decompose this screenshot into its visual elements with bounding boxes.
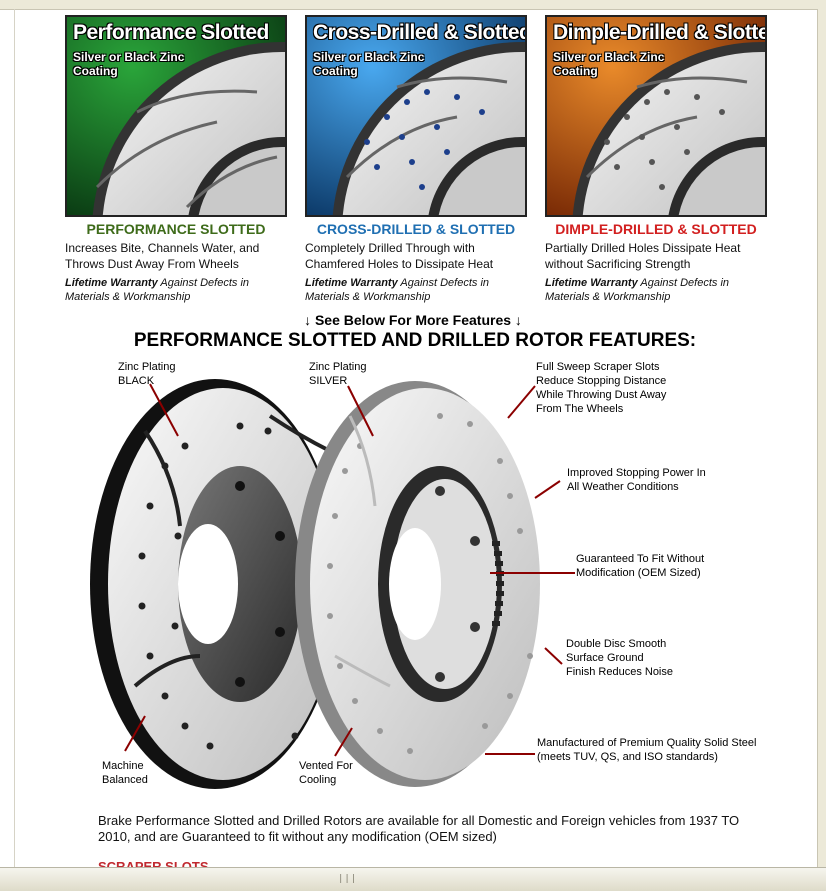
card-heading: PERFORMANCE SLOTTED bbox=[86, 221, 266, 237]
description-paragraph: Brake Performance Slotted and Drilled Ro… bbox=[98, 813, 740, 844]
card-description: Partially Drilled Holes Dissipate Heat w… bbox=[545, 241, 741, 271]
product-card-performance-slotted: Performance Slotted Silver or Black Zinc… bbox=[65, 15, 287, 304]
card-heading: DIMPLE-DRILLED & SLOTTED bbox=[555, 221, 757, 237]
product-card-cross-drilled: Cross-Drilled & Slotted Silver or Black … bbox=[305, 15, 527, 304]
callout-solid-steel: Manufactured of Premium Quality Solid St… bbox=[537, 737, 757, 763]
image-subtitle: Silver or Black Zinc Coating bbox=[313, 50, 425, 78]
rotor-illustration bbox=[90, 379, 575, 789]
callout-scraper-slots: Full Sweep Scraper Slots Reduce Stopping… bbox=[536, 361, 667, 415]
card-heading: CROSS-DRILLED & SLOTTED bbox=[316, 221, 516, 237]
rotor-image-performance-slotted: Performance Slotted Silver or Black Zinc… bbox=[65, 15, 287, 217]
image-title: Dimple-Drilled & Slotted bbox=[553, 21, 767, 44]
rotor-features-diagram: Zinc Plating BLACK Zinc Plating SILVER F… bbox=[90, 356, 770, 801]
card-warranty: Lifetime Warranty Against Defects in Mat… bbox=[305, 277, 490, 303]
image-subtitle: Silver or Black Zinc Coating bbox=[73, 50, 185, 78]
image-title: Cross-Drilled & Slotted bbox=[313, 21, 527, 44]
product-card-dimple-drilled: Dimple-Drilled & Slotted Silver or Black… bbox=[545, 15, 767, 304]
next-section-heading: SCRAPER SLOTS bbox=[98, 859, 209, 867]
callout-double-disc: Double Disc Smooth Surface Ground Finish… bbox=[566, 638, 673, 678]
callout-guaranteed-fit: Guaranteed To Fit Without Modification (… bbox=[576, 553, 705, 579]
horizontal-scrollbar[interactable]: ||| bbox=[0, 867, 826, 891]
window-right-border bbox=[817, 9, 826, 867]
callout-machine-balanced: Machine Balanced bbox=[102, 760, 148, 786]
callout-zinc-silver: Zinc Plating SILVER bbox=[309, 361, 367, 387]
card-warranty: Lifetime Warranty Against Defects in Mat… bbox=[65, 277, 250, 303]
features-heading: PERFORMANCE SLOTTED AND DRILLED ROTOR FE… bbox=[133, 330, 697, 351]
see-below-notice: ↓ See Below For More Features ↓ bbox=[304, 312, 522, 328]
callout-vented-cooling: Vented For Cooling bbox=[299, 760, 353, 786]
content-left-edge bbox=[14, 9, 15, 867]
rotor-image-dimple-drilled: Dimple-Drilled & Slotted Silver or Black… bbox=[545, 15, 767, 217]
callout-stopping-power: Improved Stopping Power In All Weather C… bbox=[567, 467, 706, 493]
image-title: Performance Slotted bbox=[73, 21, 269, 44]
card-description: Increases Bite, Channels Water, and Thro… bbox=[65, 241, 260, 271]
image-subtitle: Silver or Black Zinc Coating bbox=[553, 50, 665, 78]
scrollbar-grip-icon[interactable]: ||| bbox=[338, 874, 358, 884]
callout-zinc-black: Zinc Plating BLACK bbox=[118, 361, 176, 387]
card-warranty: Lifetime Warranty Against Defects in Mat… bbox=[545, 277, 730, 303]
window-top-border bbox=[0, 0, 826, 10]
card-description: Completely Drilled Through with Chamfere… bbox=[305, 241, 494, 271]
rotor-image-cross-drilled: Cross-Drilled & Slotted Silver or Black … bbox=[305, 15, 527, 217]
